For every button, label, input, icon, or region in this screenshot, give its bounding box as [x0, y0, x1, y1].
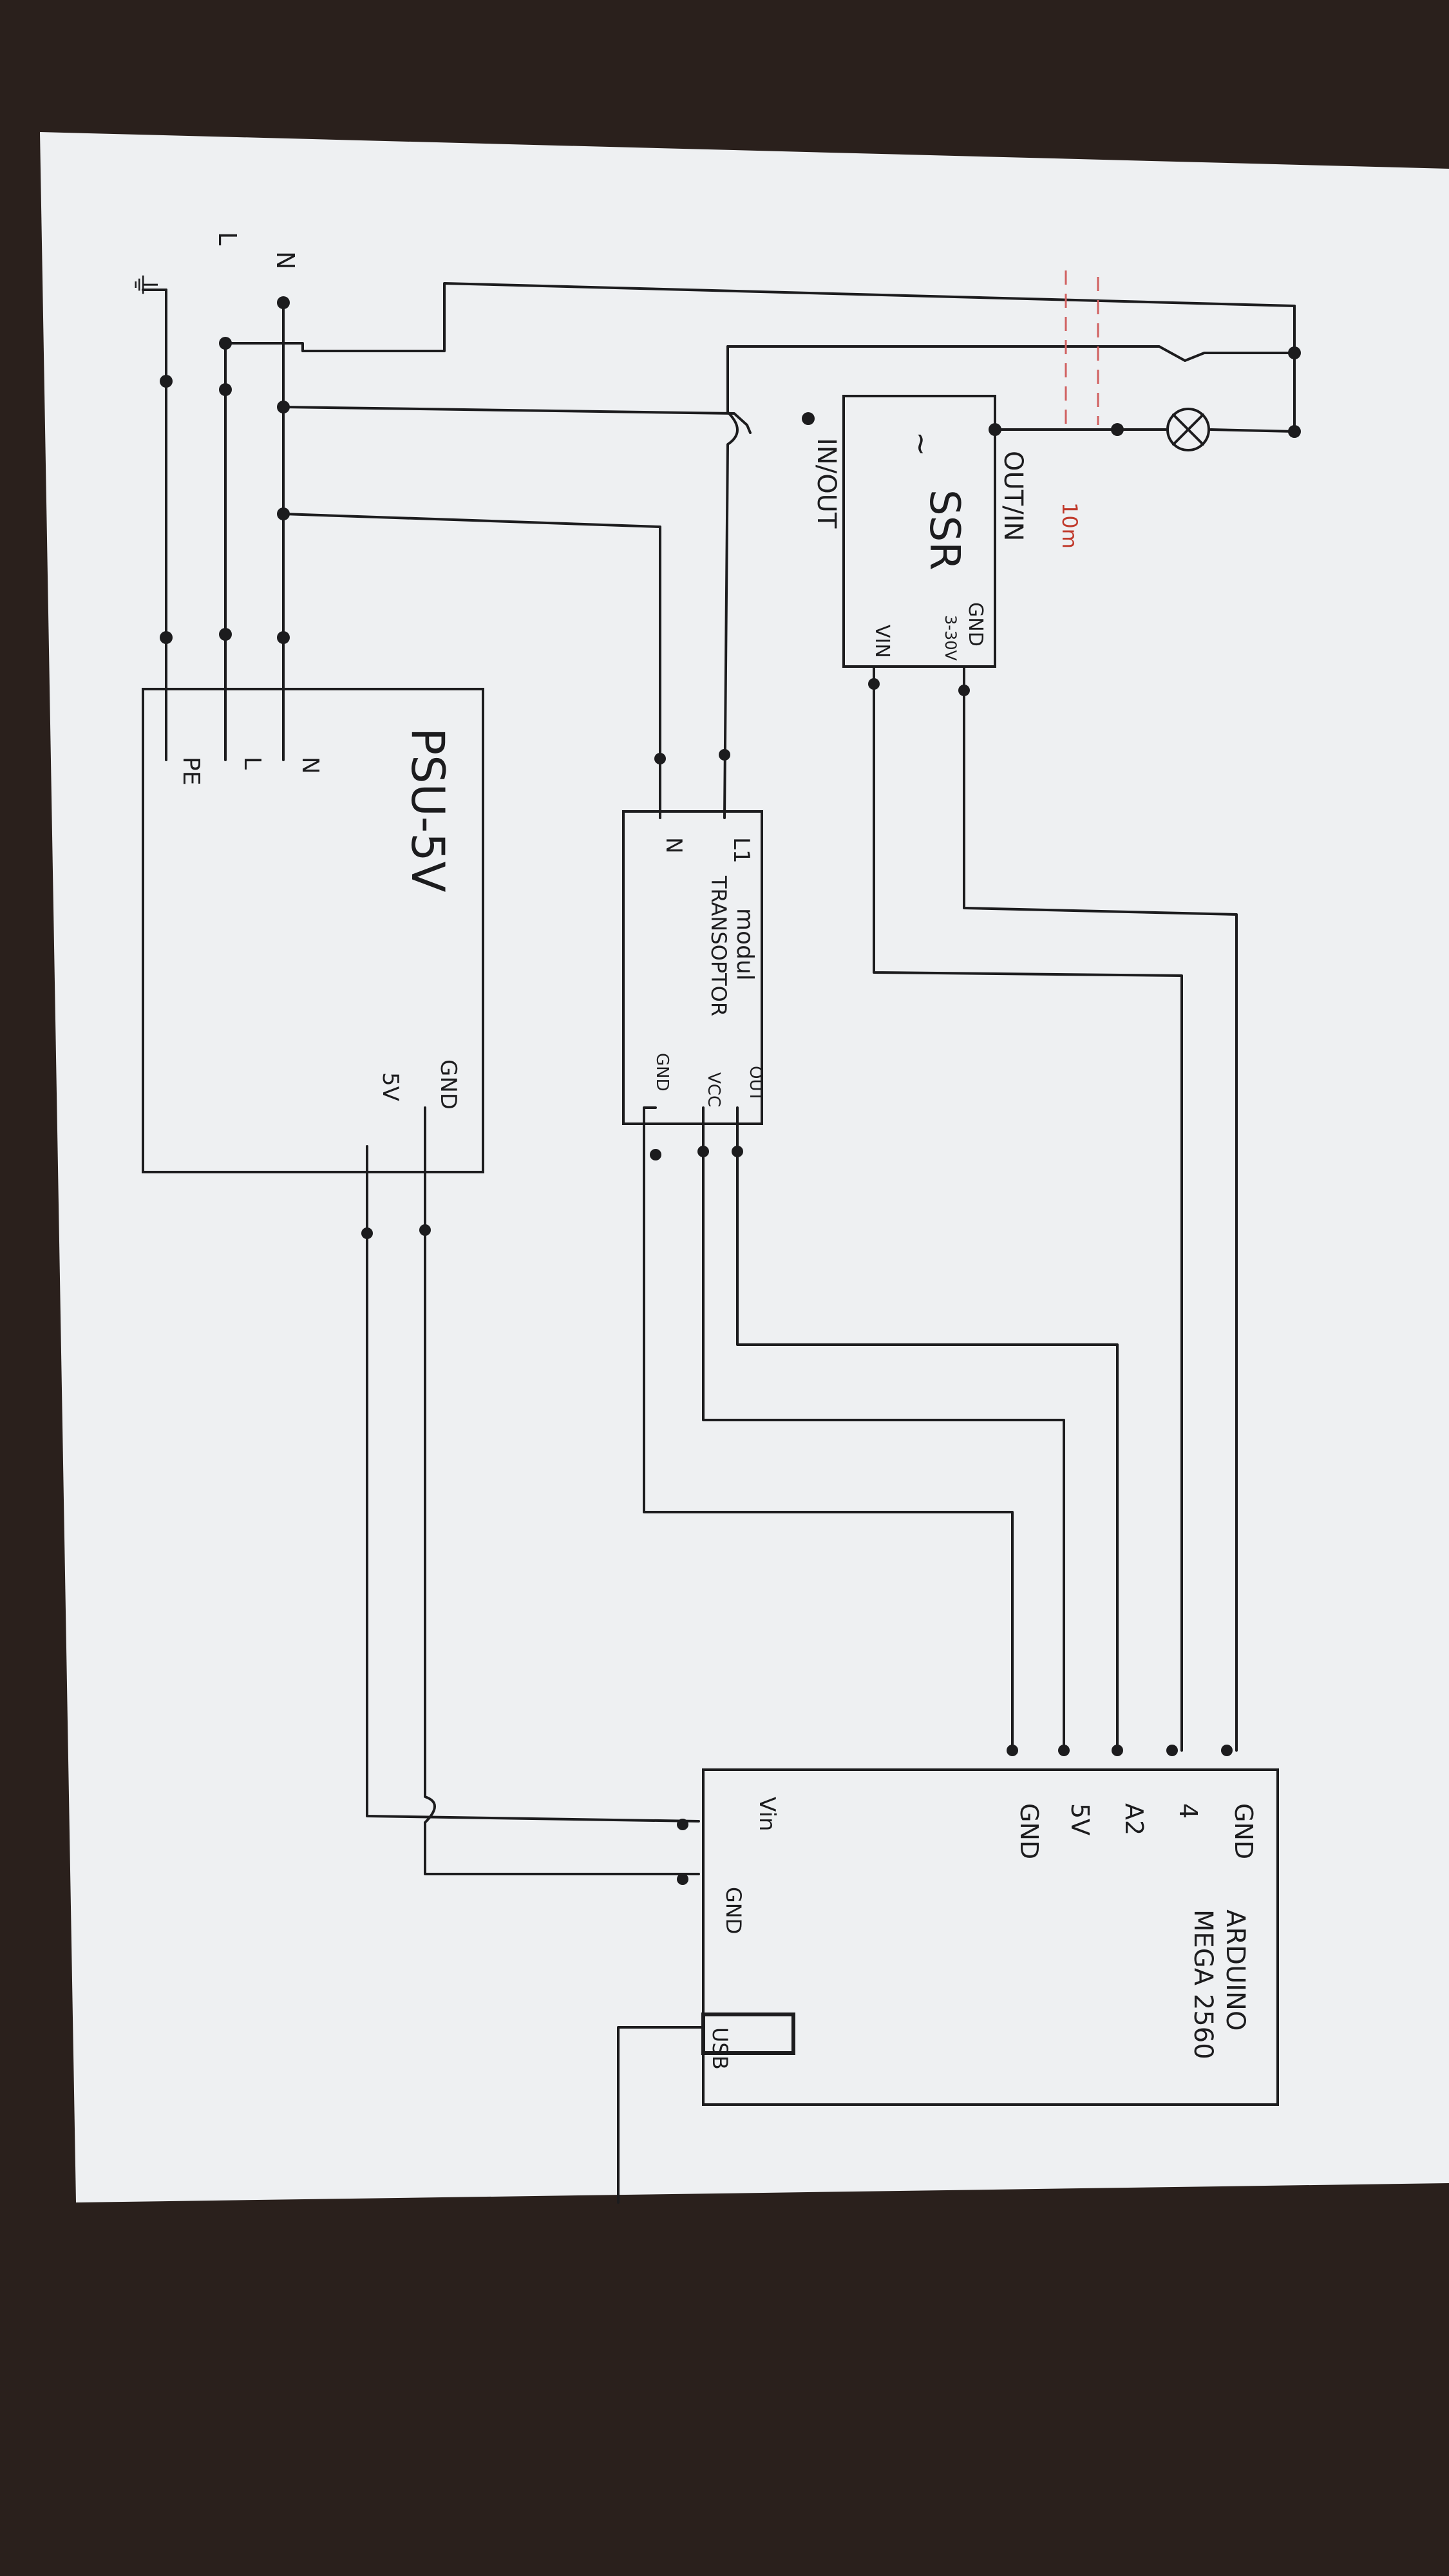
- psu-gnd-dot: [419, 1224, 431, 1236]
- ssr-gnd-to-gnd-wire: [963, 665, 1238, 1752]
- paper-sheet: [40, 132, 1449, 2202]
- transoptor-n-dot: [654, 753, 666, 764]
- mains-l-label: L: [213, 232, 242, 245]
- transoptor-gnd-label: GND: [652, 1053, 672, 1092]
- arduino-title-1: ARDUINO: [1220, 1909, 1250, 2031]
- arduino-5v-label: 5V: [1066, 1803, 1094, 1835]
- psu-gnd-label: GND: [435, 1059, 461, 1110]
- psu-title: PSU-5V: [401, 728, 454, 893]
- mains-junction-dots: [160, 296, 290, 644]
- lamp-icon: [1166, 408, 1210, 451]
- ssr-voltage-note: 3-30V: [942, 615, 960, 661]
- ssr-inout-dot: [802, 412, 815, 425]
- arduino-title-2: MEGA 2560: [1188, 1909, 1218, 2060]
- ssr-box: [842, 395, 996, 668]
- psu-5v-wire: [366, 1145, 700, 1823]
- return-junction-dot: [1288, 425, 1301, 438]
- transoptor-title-1: modul: [732, 908, 758, 981]
- arduino-pin-dots: [677, 1745, 1233, 1885]
- ssr-gnd-label: GND: [964, 602, 987, 647]
- switch-wire: [726, 345, 1296, 362]
- psu-pe-label: PE: [178, 757, 204, 785]
- ssr-vin-to-pin4-wire: [873, 665, 1183, 1752]
- psu-5v-dot: [361, 1227, 373, 1239]
- psu-n-label: N: [297, 757, 323, 774]
- psu-gnd-wire: [424, 1106, 700, 1875]
- arduino-gnd-bottom-label: GND: [721, 1887, 746, 1934]
- mains-wires: [142, 289, 285, 761]
- arduino-a2-label: A2: [1120, 1803, 1148, 1835]
- transoptor-n-label: N: [661, 837, 687, 853]
- transoptor-title-2: TRANSOPTOR: [706, 875, 731, 1016]
- transoptor-gnd-dot: [650, 1149, 661, 1160]
- arduino-vin-label: Vin: [754, 1797, 780, 1832]
- switch-supply-wire: [224, 282, 1296, 352]
- ssr-outin-dot: [989, 423, 1001, 436]
- lamp-return-wire: [1209, 428, 1296, 433]
- transoptor-l1-label: L1: [728, 837, 754, 864]
- psu-5v-label: 5V: [377, 1072, 403, 1101]
- usb-port: [701, 2012, 795, 2055]
- earth-icon: ⏚: [128, 270, 161, 299]
- ssr-outin-label: OUT/IN: [998, 451, 1028, 541]
- ssr-inout-label: IN/OUT: [811, 438, 841, 529]
- ssr-title: SSR: [920, 489, 968, 571]
- out-to-a2-wire: [736, 1106, 1119, 1752]
- n-feed-wire: [282, 513, 661, 819]
- ssr-vin-label: VIN: [871, 625, 893, 658]
- psu-l-label: L: [239, 757, 265, 770]
- psu-box: [142, 688, 484, 1173]
- vcc-to-5v-wire: [702, 1106, 1065, 1752]
- lamp-junction-dot: [1111, 423, 1124, 436]
- arduino-pin4-label: 4: [1174, 1803, 1202, 1819]
- transoptor-vcc-label: VCC: [704, 1072, 723, 1107]
- l1-feed-wire: [282, 406, 752, 434]
- arduino-gnd-mid-label: GND: [1015, 1803, 1043, 1859]
- usb-label: USB: [708, 2027, 732, 2070]
- l1-transoptor-wire: [723, 345, 739, 819]
- arduino-box: [702, 1768, 1279, 2106]
- distance-label: 10m: [1057, 502, 1082, 549]
- transoptor-box: [622, 810, 763, 1125]
- mains-labels: N L ⏚: [128, 232, 299, 299]
- switch-junction-dot: [1288, 346, 1301, 359]
- transoptor-l1-dot: [719, 749, 730, 761]
- gnd-to-gnd-wire: [643, 1106, 1014, 1752]
- usb-cable: [617, 2026, 705, 2204]
- arduino-gnd-top-label: GND: [1229, 1803, 1258, 1859]
- mains-n-label: N: [271, 251, 299, 269]
- transoptor-out-label: OUT: [746, 1066, 765, 1101]
- ssr-tilde: ~: [904, 431, 939, 457]
